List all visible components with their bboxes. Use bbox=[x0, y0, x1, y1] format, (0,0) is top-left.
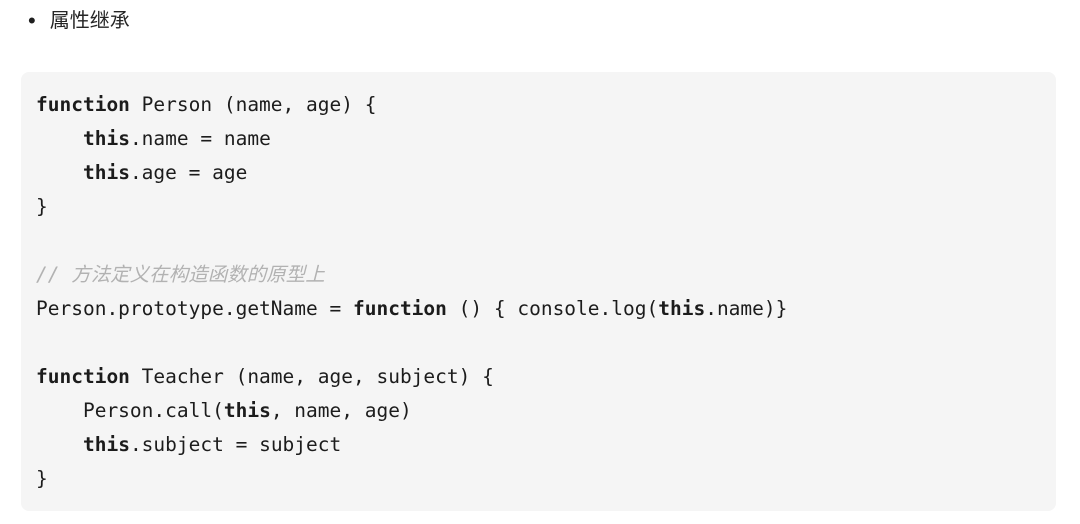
code-line: } bbox=[36, 190, 1041, 224]
code-text bbox=[36, 161, 83, 184]
code-keyword: function bbox=[352, 297, 447, 320]
code-keyword: this bbox=[82, 127, 130, 150]
bullet-icon: • bbox=[28, 8, 36, 33]
code-line: Person.prototype.getName = function () {… bbox=[36, 292, 1041, 326]
code-text: } bbox=[36, 195, 48, 218]
code-text bbox=[36, 127, 83, 150]
code-keyword: function bbox=[36, 93, 130, 116]
code-text: Person (name, age) { bbox=[129, 93, 377, 116]
code-text: .name = name bbox=[129, 127, 271, 150]
code-text: () { console.log( bbox=[446, 297, 659, 320]
code-line: this.age = age bbox=[36, 156, 1041, 190]
code-line: this.name = name bbox=[36, 122, 1041, 156]
code-line bbox=[36, 326, 1041, 360]
code-line bbox=[36, 224, 1041, 258]
code-block: function Person (name, age) { this.name … bbox=[21, 72, 1056, 511]
list-item-heading: • 属性继承 bbox=[0, 0, 1080, 34]
code-line: function Teacher (name, age, subject) { bbox=[36, 360, 1041, 394]
code-text bbox=[36, 433, 83, 456]
code-text: Teacher (name, age, subject) { bbox=[129, 365, 494, 388]
heading-text: 属性继承 bbox=[49, 10, 130, 32]
code-line: } bbox=[36, 462, 1041, 496]
code-text: Person.call( bbox=[36, 399, 224, 422]
code-text: .subject = subject bbox=[129, 433, 342, 456]
code-keyword: this bbox=[82, 433, 130, 456]
code-keyword: this bbox=[223, 399, 271, 422]
code-keyword: function bbox=[36, 365, 130, 388]
code-line: Person.call(this, name, age) bbox=[36, 394, 1041, 428]
code-line: // 方法定义在构造函数的原型上 bbox=[36, 258, 1041, 292]
code-keyword: this bbox=[82, 161, 130, 184]
code-comment: // 方法定义在构造函数的原型上 bbox=[36, 263, 325, 286]
code-text: .age = age bbox=[129, 161, 248, 184]
code-line: this.subject = subject bbox=[36, 428, 1041, 462]
code-keyword: this bbox=[658, 297, 706, 320]
code-text: .name)} bbox=[705, 297, 788, 320]
code-line: function Person (name, age) { bbox=[36, 88, 1041, 122]
code-text: , name, age) bbox=[270, 399, 412, 422]
code-text: Person.prototype.getName = bbox=[36, 297, 353, 320]
code-text: } bbox=[36, 467, 48, 490]
